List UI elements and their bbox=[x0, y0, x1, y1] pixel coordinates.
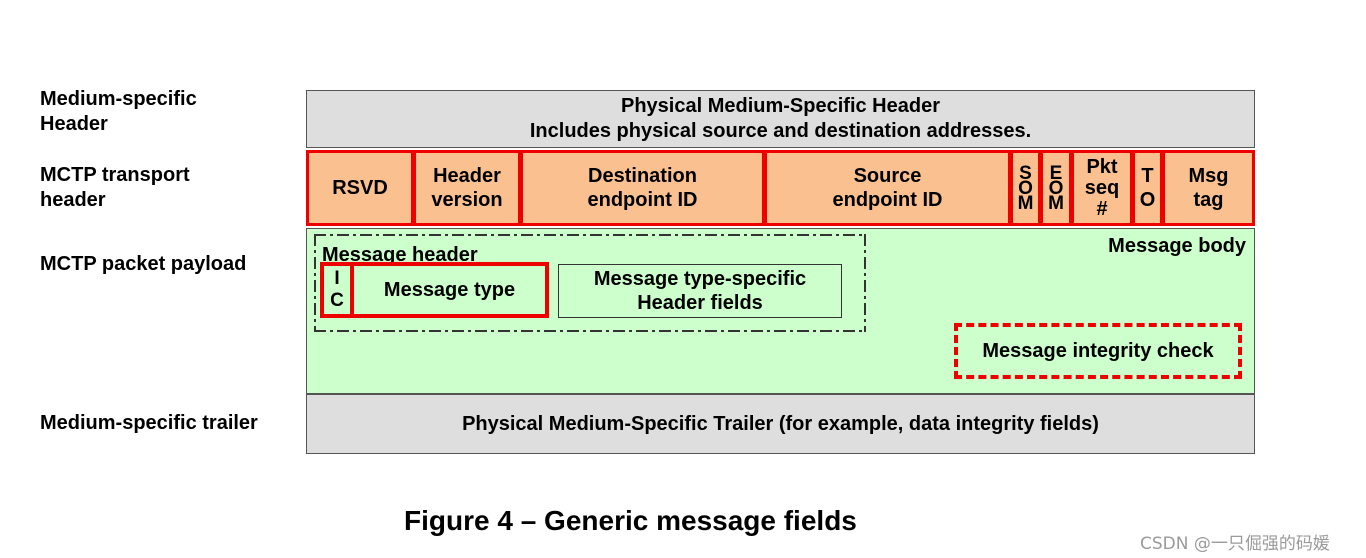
watermark-text: CSDN @一只倔强的码媛 bbox=[1140, 534, 1330, 554]
field-som: S O M bbox=[1010, 150, 1041, 226]
field-rsvd: RSVD bbox=[306, 150, 414, 226]
field-msg-tag-label: Msg tag bbox=[1188, 165, 1229, 211]
message-body-label: Message body bbox=[1108, 235, 1246, 257]
ic-bit-field: I C bbox=[320, 262, 354, 318]
field-destination-endpoint-id: Destination endpoint ID bbox=[520, 150, 765, 226]
field-destination-endpoint-id-label: Destination endpoint ID bbox=[587, 165, 698, 211]
field-source-endpoint-id: Source endpoint ID bbox=[764, 150, 1011, 226]
field-msg-tag: Msg tag bbox=[1162, 150, 1255, 226]
physical-header-subtitle: Includes physical source and destination… bbox=[529, 120, 1032, 142]
field-eom: E O M bbox=[1040, 150, 1072, 226]
type-specific-header-fields: Message type-specific Header fields bbox=[558, 264, 842, 318]
field-eom-label: E O M bbox=[1048, 162, 1064, 214]
field-pkt-seq: Pkt seq # bbox=[1071, 150, 1133, 226]
message-header-label: Message header bbox=[322, 244, 478, 266]
label-mctp-transport-header: MCTP transport header bbox=[40, 164, 190, 211]
field-pkt-seq-label: Pkt seq # bbox=[1084, 155, 1120, 220]
ic-bit-label: I C bbox=[330, 268, 344, 311]
message-type-label: Message type bbox=[383, 278, 516, 301]
message-integrity-check-field: Message integrity check bbox=[954, 323, 1242, 379]
label-mctp-packet-payload: MCTP packet payload bbox=[40, 253, 247, 275]
field-to: T O bbox=[1132, 150, 1163, 226]
field-header-version: Header version bbox=[413, 150, 521, 226]
type-specific-header-fields-label: Message type-specific Header fields bbox=[593, 268, 807, 314]
field-to-label: T O bbox=[1139, 165, 1156, 211]
field-som-label: S O M bbox=[1017, 162, 1034, 214]
field-rsvd-label: RSVD bbox=[332, 177, 388, 199]
figure-caption: Figure 4 – Generic message fields bbox=[404, 505, 857, 536]
physical-header-box: Physical Medium-Specific Header Includes… bbox=[306, 90, 1255, 148]
field-header-version-label: Header version bbox=[431, 165, 503, 211]
physical-header-title: Physical Medium-Specific Header bbox=[620, 95, 940, 117]
field-source-endpoint-id-label: Source endpoint ID bbox=[832, 165, 943, 211]
message-integrity-check-label: Message integrity check bbox=[982, 339, 1214, 362]
physical-trailer-label: Physical Medium-Specific Trailer (for ex… bbox=[462, 412, 1099, 435]
physical-trailer-box: Physical Medium-Specific Trailer (for ex… bbox=[306, 394, 1255, 454]
label-medium-specific-header: Medium-specific Header bbox=[40, 88, 197, 135]
label-medium-specific-trailer: Medium-specific trailer bbox=[40, 412, 258, 434]
message-type-field: Message type bbox=[350, 262, 549, 318]
